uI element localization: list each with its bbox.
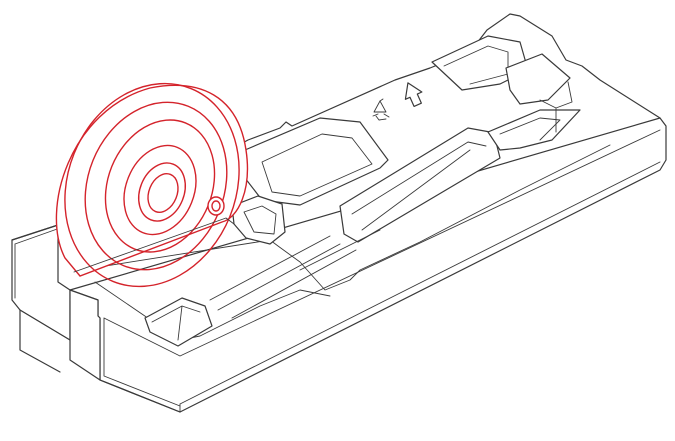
disc-seat: [231, 195, 286, 245]
pocket-right-front: [487, 109, 581, 151]
disc-seat-inner: [243, 205, 277, 235]
tray-corner-notch: [69, 289, 101, 381]
highlighted-disc: [55, 82, 249, 288]
tray-front-bevel: [103, 129, 661, 407]
pocket-rear: [244, 117, 389, 206]
pocket-right-rear-inner: [443, 45, 509, 85]
platform-front-lip: [73, 217, 235, 273]
disc-face-outer: [64, 82, 240, 288]
channel-ramp: [339, 127, 501, 243]
tray-end-bevel: [14, 227, 71, 341]
tray-top-surface: [79, 35, 611, 347]
disc-knob-inner: [211, 200, 221, 212]
pocket-left-inner: [151, 305, 201, 341]
platform-edge: [79, 144, 611, 291]
pocket-right-step: [539, 81, 573, 133]
pocket-right-mid: [505, 53, 571, 105]
up-arrow-icon: [404, 82, 423, 108]
recycle-icon: [372, 98, 390, 121]
disc-knob: [207, 196, 225, 216]
disc-hub-inner: [147, 173, 179, 213]
tray-bottom-foot: [179, 161, 661, 413]
tray-bottom-edge: [19, 309, 181, 413]
pocket-right-front-inner: [499, 117, 561, 141]
disc-ring-3: [123, 144, 197, 236]
channel-ramp-inner: [351, 141, 487, 231]
disc-hub: [138, 162, 186, 222]
channel-groove: [209, 229, 381, 319]
pocket-rear-inner: [261, 133, 373, 197]
